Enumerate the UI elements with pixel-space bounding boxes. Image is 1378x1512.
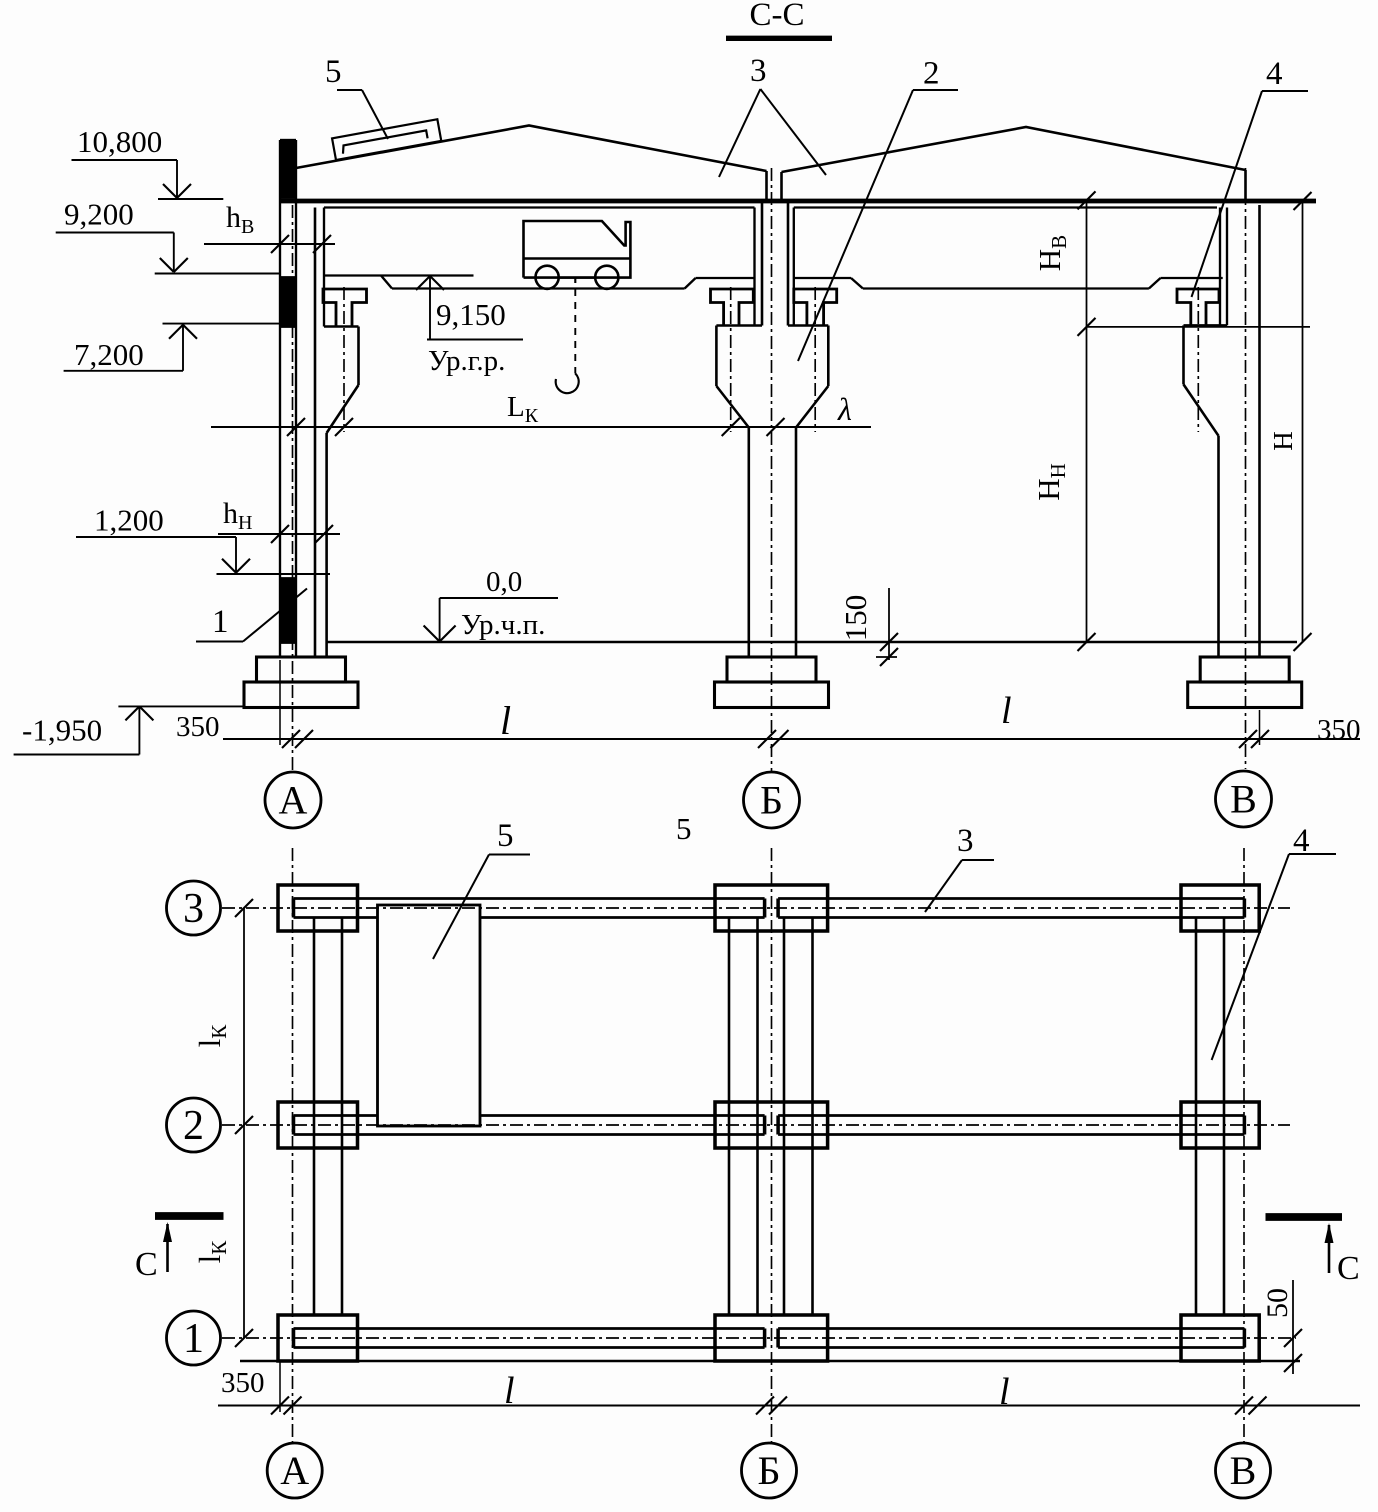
svg-text:5: 5 [676, 811, 692, 846]
svg-text:350: 350 [221, 1367, 265, 1399]
svg-text:1: 1 [183, 1316, 204, 1362]
svg-text:0,0: 0,0 [486, 566, 522, 598]
svg-text:7,200: 7,200 [74, 337, 144, 372]
svg-text:2: 2 [183, 1103, 204, 1149]
svg-text:С-С: С-С [749, 0, 804, 33]
svg-text:10,800: 10,800 [77, 124, 162, 159]
svg-text:С: С [1337, 1250, 1360, 1287]
svg-text:l: l [500, 698, 511, 743]
svg-text:l: l [999, 1371, 1010, 1413]
svg-text:3: 3 [957, 823, 974, 859]
svg-text:А: А [279, 778, 308, 823]
svg-text:150: 150 [838, 595, 873, 642]
svg-text:3: 3 [750, 53, 767, 89]
svg-text:Н: Н [1268, 431, 1298, 451]
svg-text:50: 50 [1261, 1288, 1294, 1318]
svg-text:3: 3 [183, 886, 204, 932]
svg-text:В: В [1230, 777, 1257, 822]
svg-text:Б: Б [760, 778, 783, 823]
svg-text:1,200: 1,200 [94, 503, 164, 538]
svg-text:l: l [1001, 690, 1012, 732]
svg-text:А: А [280, 1448, 309, 1493]
svg-text:-1,950: -1,950 [22, 713, 102, 748]
svg-text:9,200: 9,200 [64, 197, 134, 232]
svg-text:4: 4 [1266, 56, 1283, 92]
svg-text:Ур.г.р.: Ур.г.р. [428, 345, 505, 377]
svg-text:В: В [1230, 1448, 1257, 1493]
svg-text:350: 350 [1317, 714, 1361, 746]
svg-text:1: 1 [212, 604, 229, 640]
svg-text:Ур.ч.п.: Ур.ч.п. [461, 609, 545, 641]
svg-text:λ: λ [837, 391, 852, 427]
svg-text:l: l [504, 1370, 515, 1412]
svg-text:2: 2 [923, 56, 940, 92]
svg-text:5: 5 [497, 818, 514, 854]
svg-text:5: 5 [325, 54, 342, 90]
svg-text:350: 350 [176, 711, 220, 743]
svg-text:9,150: 9,150 [436, 297, 506, 332]
svg-text:С: С [135, 1246, 158, 1283]
svg-text:4: 4 [1293, 823, 1310, 859]
svg-text:Б: Б [758, 1448, 781, 1493]
